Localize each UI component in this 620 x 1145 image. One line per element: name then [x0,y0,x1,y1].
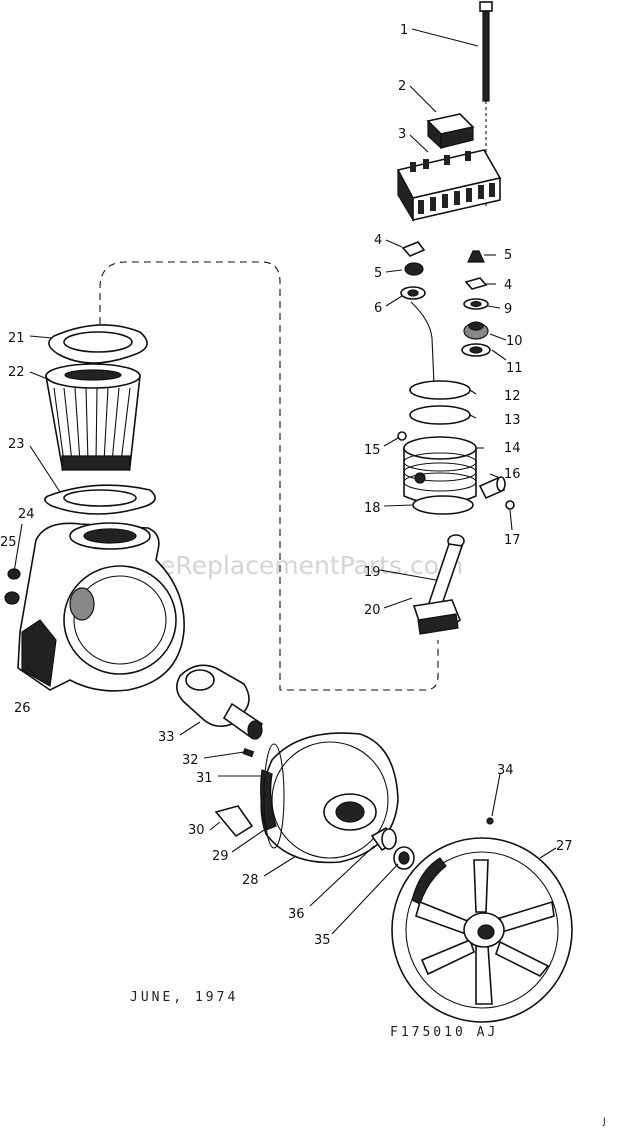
callout-12: 12 [504,389,521,404]
valve-block [426,113,475,150]
bushing [370,826,398,852]
drawing-code: F175010 AJ [390,1025,498,1040]
leader-lines [13,28,557,935]
callout-19: 19 [364,565,381,580]
callout-24: 24 [18,507,35,522]
callout-10: 10 [506,334,523,349]
piston-ring-18 [412,495,474,515]
assembly-dashed-line [99,261,439,691]
callout-22: 22 [8,365,25,380]
piston [403,436,477,505]
callout-27: 27 [556,839,573,854]
callout-25: 25 [0,535,17,550]
valve-parts-right [461,250,491,357]
callout-21: 21 [8,331,25,346]
callout-36: 36 [288,907,305,922]
cover-plate [214,805,254,838]
callout-11: 11 [506,361,523,376]
corner-mark: J [602,1117,606,1127]
callout-4-right: 4 [504,278,512,293]
flywheel [391,837,573,1023]
cover-gasket [263,743,285,849]
callout-6: 6 [374,301,382,316]
retainer-17 [505,500,515,510]
callout-20: 20 [364,603,381,618]
callout-33: 33 [158,730,175,745]
base-gasket [44,484,156,515]
retainer-15 [397,431,407,441]
callout-26: 26 [14,701,31,716]
callout-28: 28 [242,873,259,888]
callout-15: 15 [364,443,381,458]
cylinder-barrel [45,363,141,471]
crankshaft [176,664,264,740]
callout-32: 32 [182,753,199,768]
setscrew [486,817,494,825]
callout-17: 17 [504,533,521,548]
crankcase [17,522,185,692]
connecting-rod [412,534,465,635]
callout-5-right: 5 [504,248,512,263]
piston-ring-12 [409,380,471,400]
callout-3: 3 [398,127,406,142]
date-note: JUNE, 1974 [130,990,238,1005]
callout-2: 2 [398,79,406,94]
callout-5: 5 [374,266,382,281]
callout-18: 18 [364,501,381,516]
wrist-pin-guide [410,301,435,385]
callout-4: 4 [374,233,382,248]
piston-ring-13 [409,405,471,425]
callout-23: 23 [8,437,25,452]
callout-29: 29 [212,849,229,864]
callout-labels: 1 2 3 4 5 6 21 22 23 24 25 26 5 4 9 10 1… [0,23,573,948]
watermark-text: eReplacementParts.com [160,551,463,580]
callout-16: 16 [504,467,521,482]
oil-seal [393,846,415,870]
head-bolt [479,1,493,206]
callout-34: 34 [497,763,514,778]
callout-1: 1 [400,23,408,38]
callout-35: 35 [314,933,331,948]
callout-14: 14 [504,441,521,456]
wrist-pin [478,476,506,500]
callout-30: 30 [188,823,205,838]
callout-31: 31 [196,771,213,786]
cylinder-head [396,149,502,223]
breather-24 [4,591,20,605]
valve-parts-left [400,241,426,300]
head-gasket [48,324,148,364]
woodruff-key [242,747,255,758]
callout-9: 9 [504,302,512,317]
callout-13: 13 [504,413,521,428]
